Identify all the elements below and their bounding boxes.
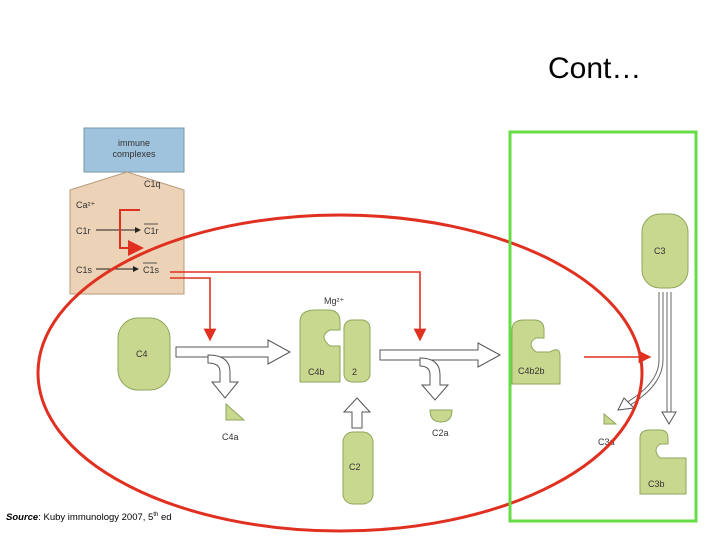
c3b-molecule: C3b bbox=[639, 429, 687, 495]
source-sup: th bbox=[153, 512, 159, 518]
c4a-label: C4a bbox=[222, 432, 239, 442]
c4b-c2-complex: C4b 2 bbox=[299, 309, 371, 383]
source-tail: ed bbox=[158, 512, 172, 524]
slide-title: Cont… bbox=[548, 52, 642, 85]
c3-convertase-highlight-box bbox=[508, 130, 698, 523]
c4b-2-label: 2 bbox=[352, 367, 357, 377]
c2a-fragment: C2a bbox=[429, 409, 453, 438]
c4-label: C4 bbox=[136, 349, 148, 359]
c1s-active-label: C1s bbox=[143, 265, 160, 275]
source-label: Source bbox=[6, 512, 39, 524]
c4b2b-label: C4b2b bbox=[518, 366, 545, 376]
c3a-fragment: C3a bbox=[598, 412, 618, 447]
c3-label: C3 bbox=[654, 246, 666, 256]
c4b2b-complex: C4b2b bbox=[511, 319, 561, 385]
c2a-label: C2a bbox=[432, 428, 449, 438]
c3a-label: C3a bbox=[598, 437, 615, 447]
c1r-active-label: C1r bbox=[144, 226, 159, 236]
c3b-label: C3b bbox=[648, 479, 665, 489]
c1s-label: C1s bbox=[76, 265, 93, 275]
c4b-label: C4b bbox=[308, 367, 325, 377]
c2-label: C2 bbox=[349, 462, 361, 472]
source-citation: Source: Kuby immunology 2007, 5th ed bbox=[6, 512, 172, 523]
c1-complex: C1q Ca²⁺ C1r C1r C1s C1s bbox=[69, 171, 185, 295]
c4-molecule: C4 bbox=[117, 317, 171, 391]
c1q-label: C1q bbox=[144, 179, 161, 189]
c3-molecule: C3 bbox=[641, 213, 689, 289]
c1r-label: C1r bbox=[76, 226, 91, 236]
ca-label: Ca²⁺ bbox=[76, 200, 96, 210]
classical-pathway-highlight-ellipse bbox=[36, 213, 644, 533]
c2-molecule: C2 bbox=[342, 431, 374, 505]
source-text: : Kuby immunology 2007, 5 bbox=[38, 512, 154, 524]
mg-label: Mg²⁺ bbox=[324, 296, 344, 306]
c4a-fragment: C4a bbox=[222, 402, 246, 442]
